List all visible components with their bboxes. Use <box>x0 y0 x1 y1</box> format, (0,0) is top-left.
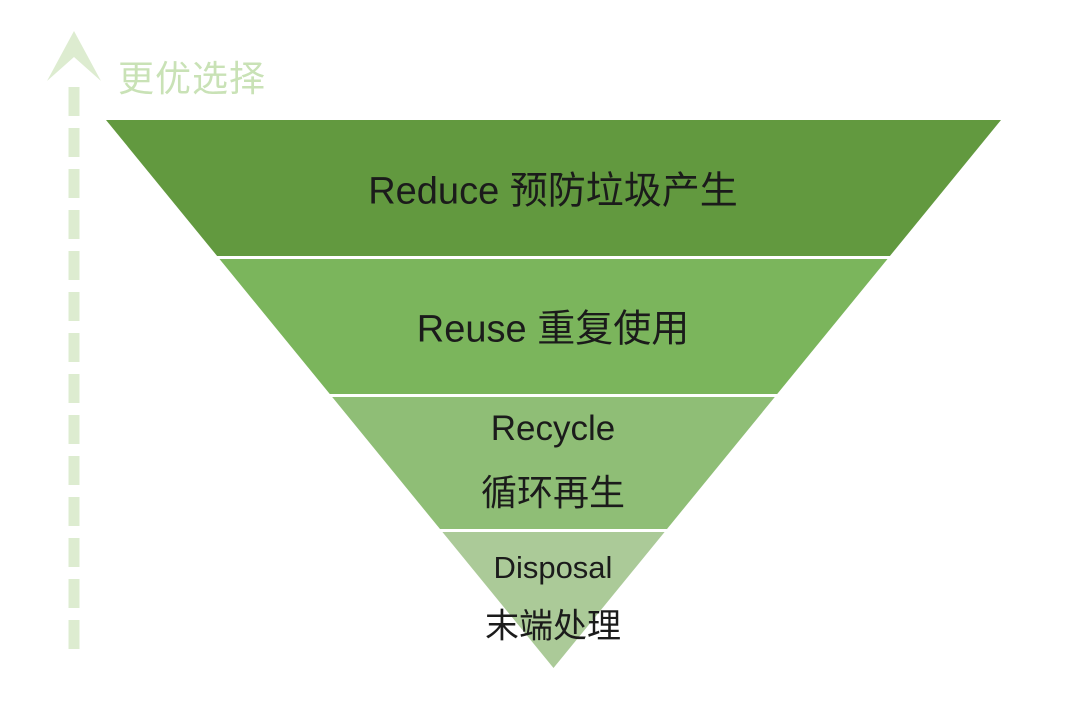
funnel-label-recycle-en: Recycle <box>490 409 616 448</box>
funnel-label-recycle-zh: 循环再生 <box>480 472 626 513</box>
funnel-label-reduce: Reduce 预防垃圾产生 <box>368 170 738 213</box>
funnel-level-disposal <box>442 532 665 668</box>
inverted-pyramid <box>106 120 1001 668</box>
funnel-label-disposal-en: Disposal <box>493 550 613 585</box>
better-choice-arrow <box>47 31 101 656</box>
funnel-level-recycle <box>332 397 775 529</box>
funnel-level-reuse <box>219 259 888 394</box>
funnel-level-reduce <box>106 120 1001 256</box>
better-choice-label: 更优选择 <box>118 58 267 99</box>
funnel-label-reuse: Reuse 重复使用 <box>416 308 690 351</box>
arrow-up-icon <box>47 31 101 81</box>
funnel-label-disposal-zh: 末端处理 <box>485 607 621 646</box>
